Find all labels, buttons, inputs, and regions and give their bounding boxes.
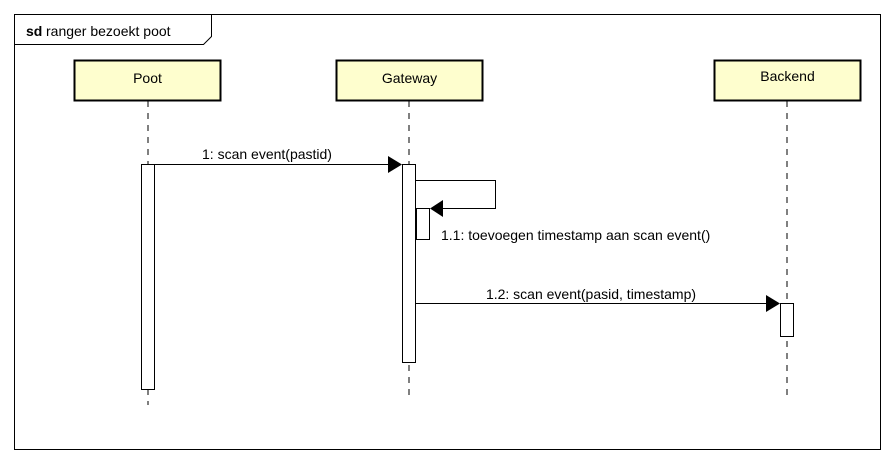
- participant-backend-label: Backend: [760, 68, 814, 84]
- activation-poot: [141, 164, 155, 390]
- arrowhead-icon: [388, 156, 402, 173]
- activation-backend: [780, 303, 794, 337]
- activation-gateway-nested: [416, 208, 430, 240]
- frame-title: ranger bezoekt poot: [46, 23, 171, 39]
- participant-gateway[interactable]: Gateway: [335, 59, 484, 102]
- message-1-2[interactable]: 1.2: scan event(pasid, timestamp): [416, 286, 780, 312]
- frame-keyword: sd: [26, 23, 42, 39]
- arrowhead-icon: [766, 295, 780, 312]
- activation-gateway: [402, 164, 416, 363]
- message-1-label: 1: scan event(pastid): [202, 146, 332, 162]
- participant-gateway-label: Gateway: [382, 70, 437, 86]
- participant-poot[interactable]: Poot: [73, 59, 222, 102]
- participant-poot-label: Poot: [133, 70, 162, 86]
- arrowhead-icon: [430, 200, 443, 217]
- message-1-1-label: 1.1: toevoegen timestamp aan scan event(…: [441, 227, 710, 243]
- frame-tab: [14, 14, 212, 45]
- message-1-2-label: 1.2: scan event(pasid, timestamp): [486, 286, 696, 302]
- message-1[interactable]: 1: scan event(pastid): [155, 146, 402, 173]
- message-1-1[interactable]: 1.1: toevoegen timestamp aan scan event(…: [416, 180, 710, 244]
- participant-backend[interactable]: Backend: [713, 59, 862, 102]
